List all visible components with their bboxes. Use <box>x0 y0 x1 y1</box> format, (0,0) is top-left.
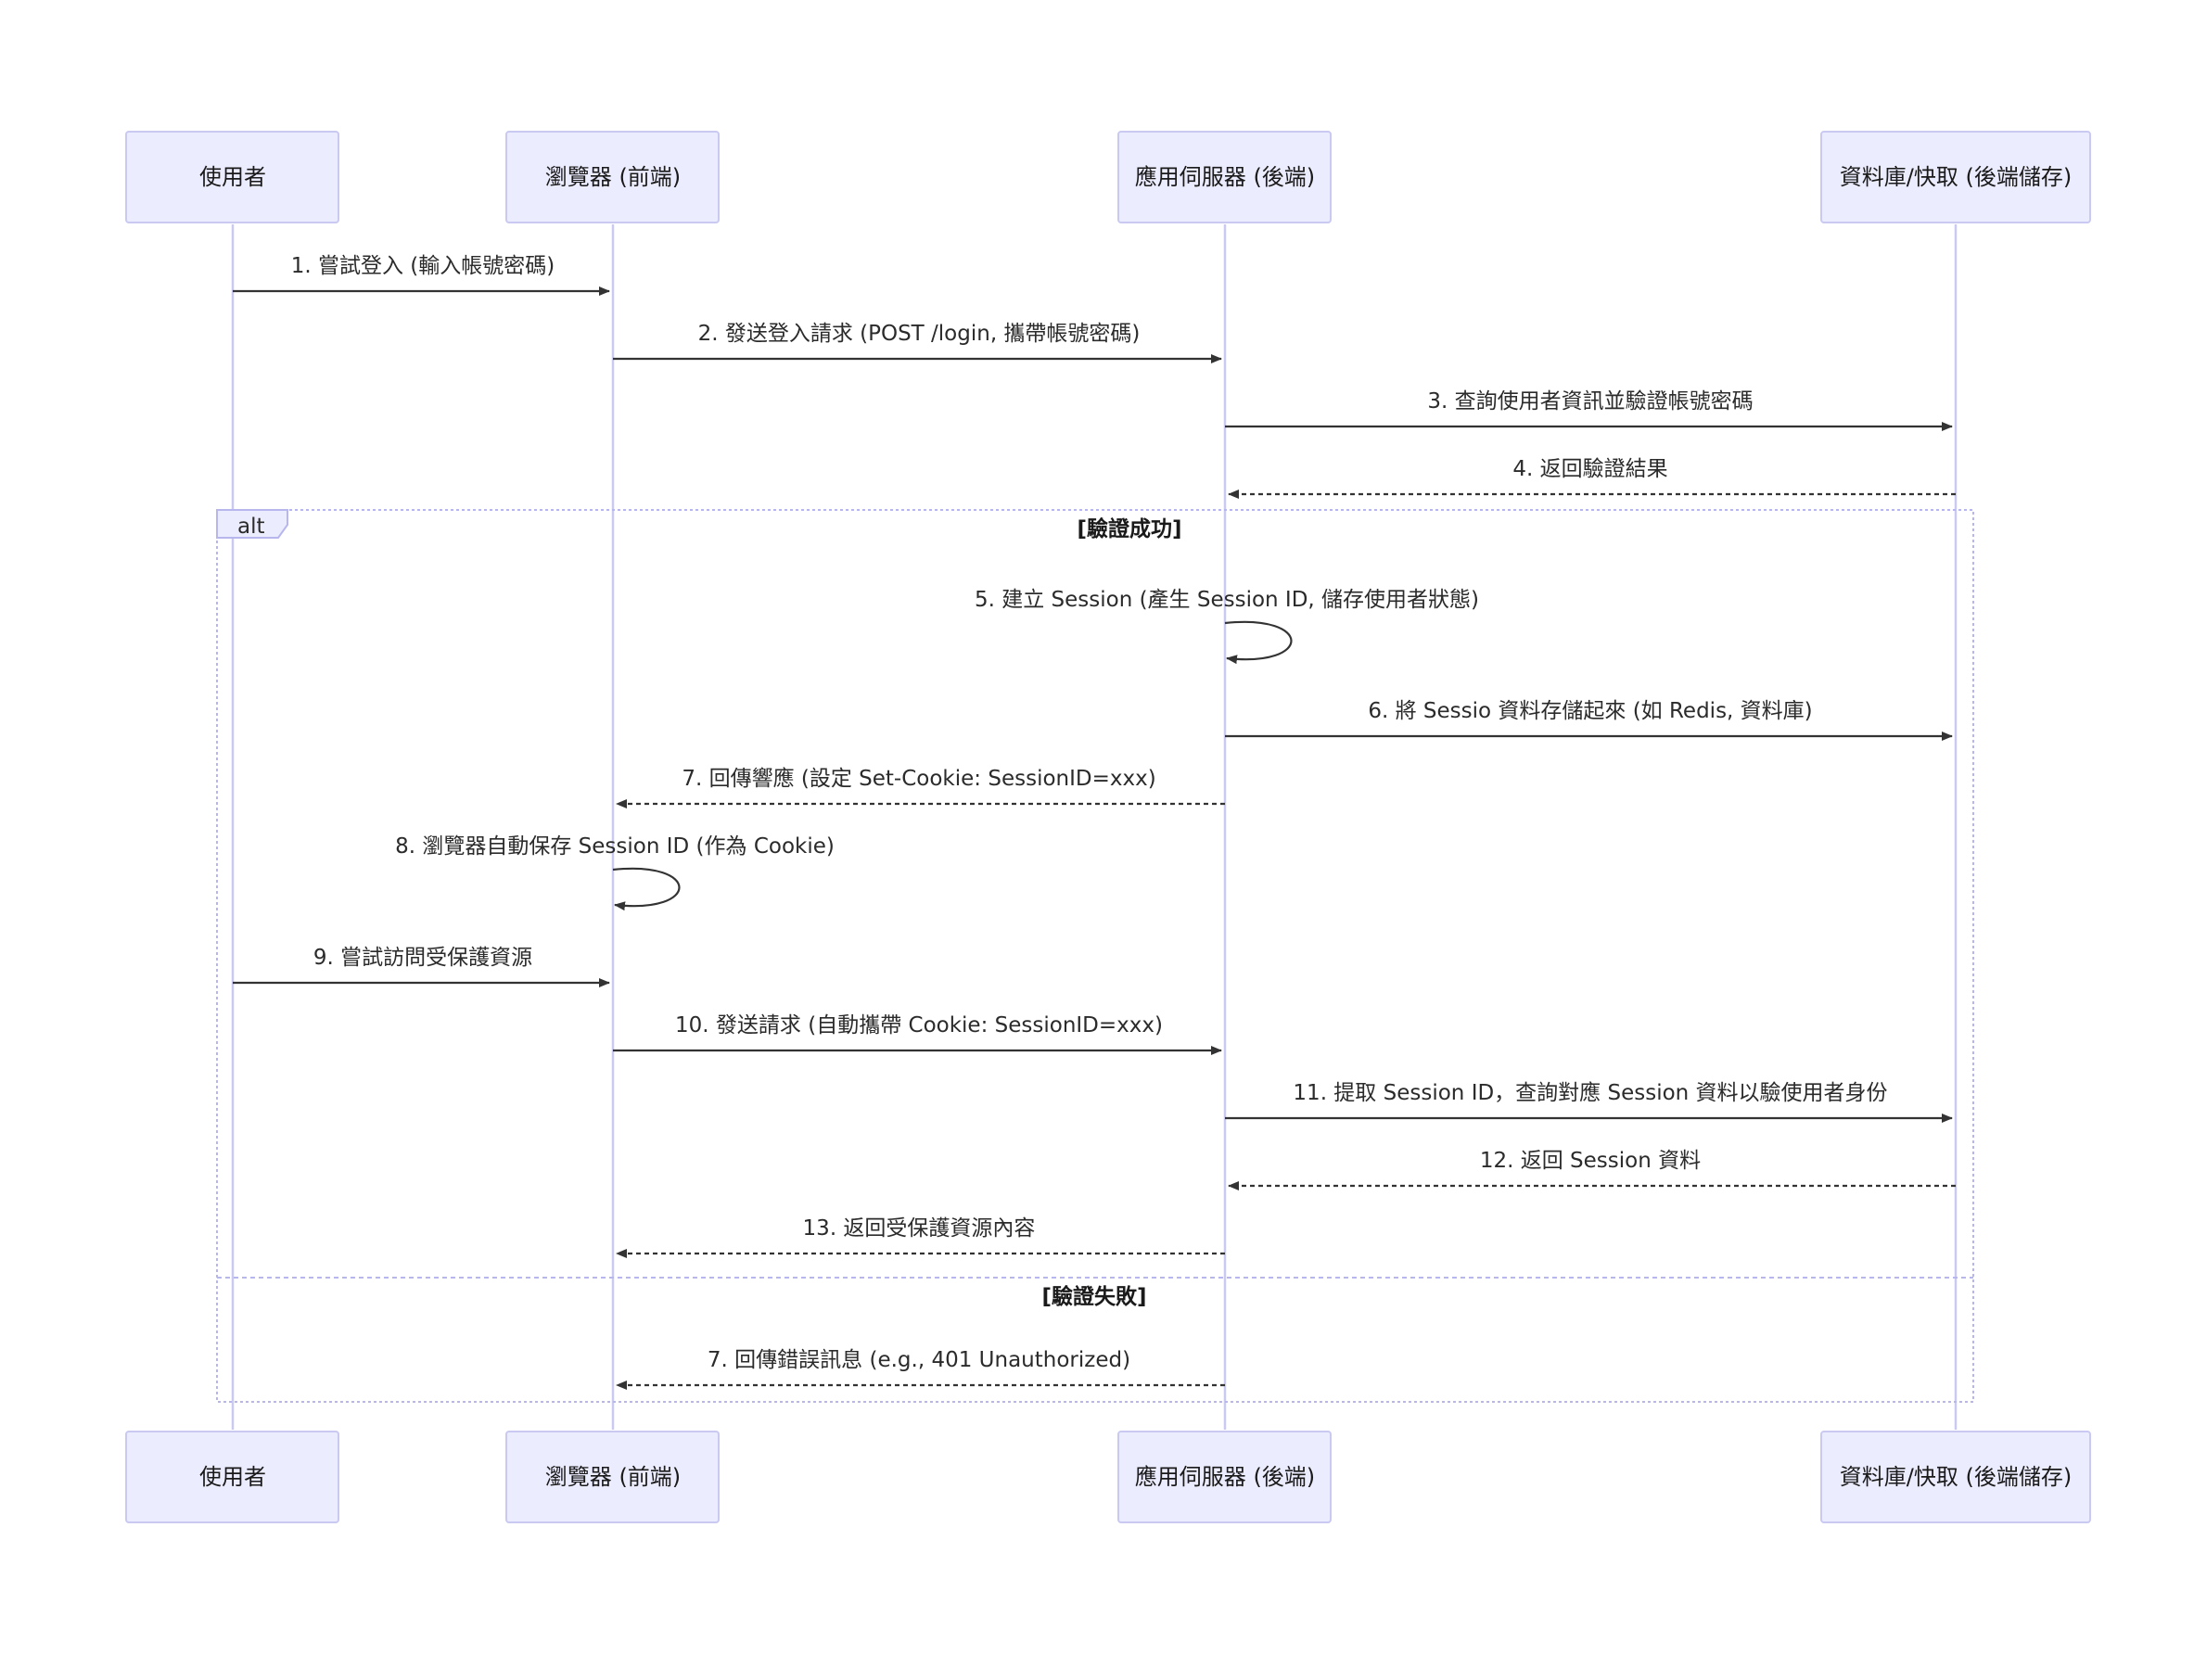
actor-db-label: 資料庫/快取 (後端儲存) <box>1840 1464 2072 1490</box>
lifelines <box>231 224 1958 1430</box>
message-5: 5. 建立 Session (產生 Session ID, 儲存使用者狀態) <box>975 588 1479 665</box>
alt-keyword: alt <box>237 515 265 539</box>
message-label: 4. 返回驗證結果 <box>1512 457 1667 481</box>
message-label: 10. 發送請求 (自動攜帶 Cookie: SessionID=xxx) <box>675 1013 1163 1037</box>
actor-server-top: 應用伺服器 (後端) <box>1117 131 1332 223</box>
message-arrow <box>612 867 681 911</box>
message-label: 7. 回傳響應 (設定 Set-Cookie: SessionID=xxx) <box>682 767 1155 791</box>
message-12: 12. 返回 Session 資料 <box>1228 1149 1956 1190</box>
message-6: 6. 將 Sessio 資料存儲起來 (如 Redis, 資料庫) <box>1225 699 1953 741</box>
message-label: 13. 返回受保護資源內容 <box>803 1216 1036 1241</box>
alt-frame: alt [驗證成功] [驗證失敗] <box>216 509 1974 1403</box>
message-label: 3. 查詢使用者資訊並驗證帳號密碼 <box>1427 389 1753 414</box>
message-label: 6. 將 Sessio 資料存儲起來 (如 Redis, 資料庫) <box>1368 699 1812 723</box>
actor-browser-bottom: 瀏覽器 (前端) <box>505 1431 720 1523</box>
actor-browser-label: 瀏覽器 (前端) <box>545 1464 681 1490</box>
actor-user-label: 使用者 <box>199 1464 266 1490</box>
message-10: 10. 發送請求 (自動攜帶 Cookie: SessionID=xxx) <box>613 1013 1222 1055</box>
actor-db-bottom: 資料庫/快取 (後端儲存) <box>1820 1431 2091 1523</box>
message-8: 8. 瀏覽器自動保存 Session ID (作為 Cookie) <box>395 834 835 911</box>
message-4: 4. 返回驗證結果 <box>1228 457 1956 499</box>
message-arrow <box>1224 620 1293 665</box>
message-label: 11. 提取 Session ID，查詢對應 Session 資料以驗使用者身份 <box>1293 1081 1887 1105</box>
message-2: 2. 發送登入請求 (POST /login, 攜帶帳號密碼) <box>613 322 1222 363</box>
actor-browser-top: 瀏覽器 (前端) <box>505 131 720 223</box>
actor-user-bottom: 使用者 <box>125 1431 339 1523</box>
alt-success-condition: [驗證成功] <box>1077 516 1181 541</box>
message-label: 7. 回傳錯誤訊息 (e.g., 401 Unauthorized) <box>708 1348 1130 1372</box>
message-11: 11. 提取 Session ID，查詢對應 Session 資料以驗使用者身份 <box>1225 1081 1953 1123</box>
actor-server-label: 應用伺服器 (後端) <box>1135 1464 1315 1490</box>
message-label: 2. 發送登入請求 (POST /login, 攜帶帳號密碼) <box>698 322 1141 346</box>
actor-browser-label: 瀏覽器 (前端) <box>545 164 681 190</box>
message-14: 7. 回傳錯誤訊息 (e.g., 401 Unauthorized) <box>616 1348 1225 1390</box>
message-13: 13. 返回受保護資源內容 <box>616 1216 1225 1258</box>
message-label: 9. 嘗試訪問受保護資源 <box>313 946 532 970</box>
message-7: 7. 回傳響應 (設定 Set-Cookie: SessionID=xxx) <box>616 767 1225 808</box>
messages: 1. 嘗試登入 (輸入帳號密碼) 2. 發送登入請求 (POST /login, … <box>233 254 1956 1390</box>
message-label: 5. 建立 Session (產生 Session ID, 儲存使用者狀態) <box>975 588 1479 612</box>
actor-server-bottom: 應用伺服器 (後端) <box>1117 1431 1332 1523</box>
actor-server-label: 應用伺服器 (後端) <box>1135 164 1315 190</box>
actors-top: 使用者 瀏覽器 (前端) 應用伺服器 (後端) 資料庫/快取 (後端儲存) <box>125 131 2091 223</box>
actors-bottom: 使用者 瀏覽器 (前端) 應用伺服器 (後端) 資料庫/快取 (後端儲存) <box>125 1431 2091 1523</box>
message-9: 9. 嘗試訪問受保護資源 <box>233 946 610 987</box>
actor-user-top: 使用者 <box>125 131 339 223</box>
actor-db-top: 資料庫/快取 (後端儲存) <box>1820 131 2091 223</box>
message-label: 12. 返回 Session 資料 <box>1480 1149 1701 1173</box>
message-label: 8. 瀏覽器自動保存 Session ID (作為 Cookie) <box>395 834 835 859</box>
message-label: 1. 嘗試登入 (輸入帳號密碼) <box>291 254 555 278</box>
actor-db-label: 資料庫/快取 (後端儲存) <box>1840 164 2072 190</box>
alt-frame-tag <box>216 509 288 539</box>
message-1: 1. 嘗試登入 (輸入帳號密碼) <box>233 254 610 296</box>
message-3: 3. 查詢使用者資訊並驗證帳號密碼 <box>1225 389 1953 431</box>
alt-failure-condition: [驗證失敗] <box>1041 1284 1146 1309</box>
actor-user-label: 使用者 <box>199 164 266 190</box>
